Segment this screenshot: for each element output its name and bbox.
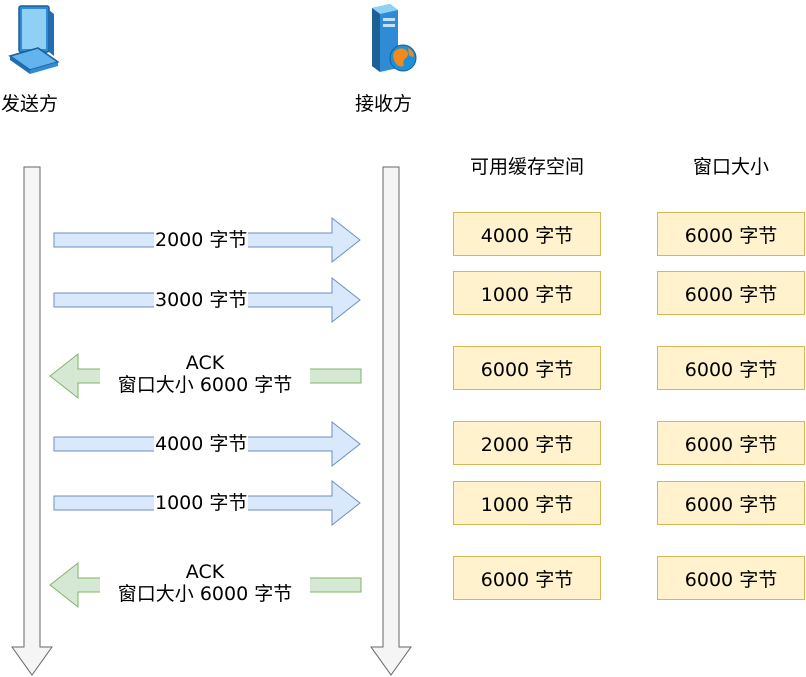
available-buffer-cell: 6000 字节 <box>453 556 601 600</box>
ack-arrow-label: ACK 窗口大小 6000 字节 <box>100 561 310 605</box>
ack-title: ACK <box>185 352 225 374</box>
ack-title: ACK <box>185 561 225 583</box>
laptop-icon <box>8 5 60 74</box>
window-size-cell: 6000 字节 <box>657 556 805 600</box>
window-size-cell: 6000 字节 <box>657 212 805 256</box>
server-globe-icon <box>372 4 417 72</box>
window-size-cell: 6000 字节 <box>657 481 805 525</box>
sender-lifeline <box>11 166 53 676</box>
receiver-label: 接收方 <box>355 93 413 115</box>
send-arrow-label: 1000 字节 <box>154 492 249 514</box>
window-size-cell: 6000 字节 <box>657 421 805 465</box>
send-arrow-label: 4000 字节 <box>154 433 249 455</box>
sender-actor: 发送方 <box>0 0 76 120</box>
receiver-actor: 接收方 <box>352 0 432 120</box>
window-size-cell: 6000 字节 <box>657 346 805 390</box>
send-arrow-label: 3000 字节 <box>154 289 249 311</box>
available-buffer-cell: 1000 字节 <box>453 271 601 315</box>
available-buffer-cell: 6000 字节 <box>453 346 601 390</box>
ack-arrow-label: ACK 窗口大小 6000 字节 <box>100 352 310 396</box>
ack-window-size: 窗口大小 6000 字节 <box>117 374 293 396</box>
available-buffer-cell: 1000 字节 <box>453 481 601 525</box>
window-size-cell: 6000 字节 <box>657 271 805 315</box>
send-arrow-label: 2000 字节 <box>154 229 249 251</box>
sender-label: 发送方 <box>1 93 59 115</box>
available-buffer-cell: 2000 字节 <box>453 421 601 465</box>
header-available-buffer: 可用缓存空间 <box>469 156 584 178</box>
header-window-size: 窗口大小 <box>692 156 769 178</box>
available-buffer-cell: 4000 字节 <box>453 212 601 256</box>
ack-window-size: 窗口大小 6000 字节 <box>117 583 293 605</box>
receiver-lifeline <box>370 166 412 676</box>
